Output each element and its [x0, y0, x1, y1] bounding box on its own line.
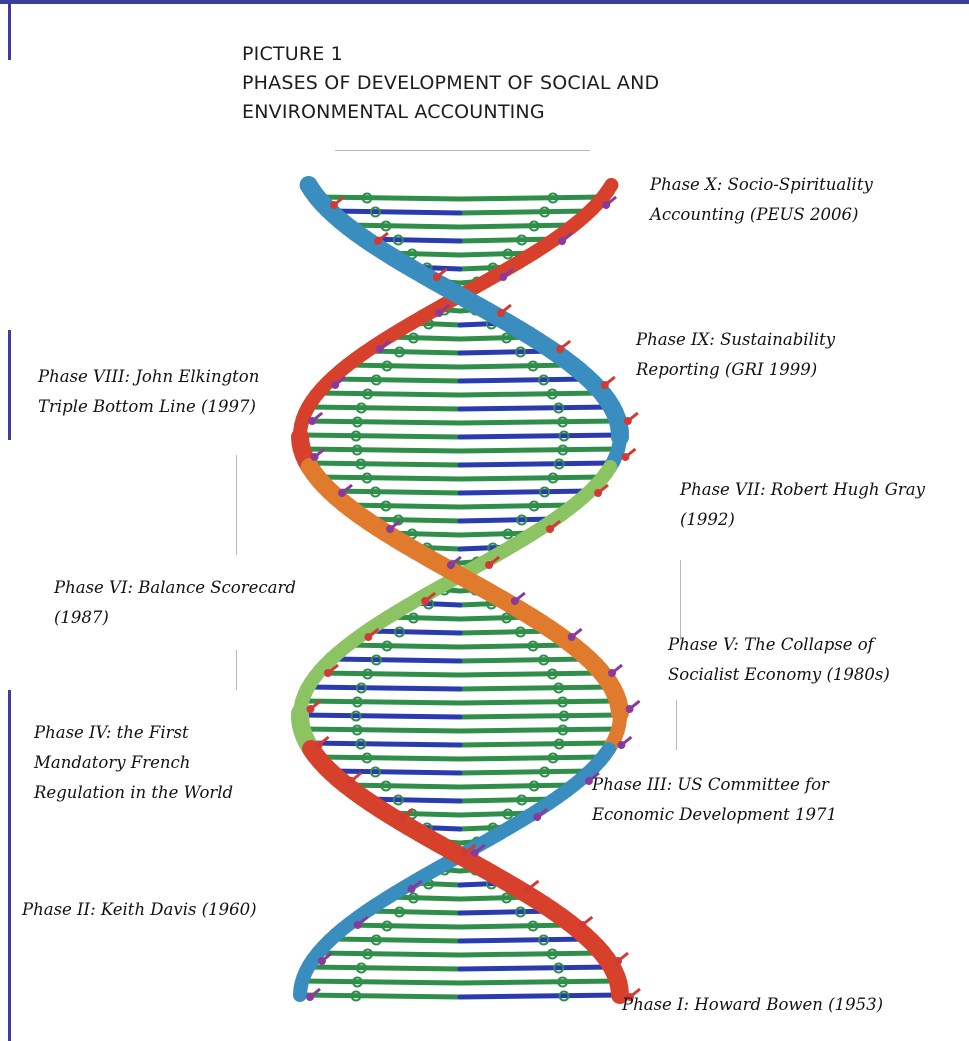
- phase-vii-label: Phase VII: Robert Hugh Gray (1992): [680, 475, 925, 535]
- base-pair-rung-half: [317, 757, 460, 759]
- backbone-segment: [619, 707, 620, 713]
- base-pair-rung-half: [308, 407, 460, 409]
- base-pair-rungs: [300, 194, 620, 1001]
- base-pair-rung-half: [318, 673, 460, 675]
- phosphate-bond: [582, 917, 592, 925]
- base-pair-rung-half: [460, 505, 574, 507]
- base-pair-rung-half: [460, 421, 618, 423]
- base-pair-rung-half: [460, 435, 620, 437]
- base-pair-rung-half: [317, 197, 460, 199]
- base-pair-rung-half: [460, 925, 572, 927]
- phosphate-bond: [605, 377, 615, 385]
- phosphate-bond: [630, 701, 640, 709]
- phase-vi-label: Phase VI: Balance Scorecard (1987): [54, 573, 296, 633]
- base-pair-rung-half: [331, 379, 460, 381]
- base-pair-rung-half: [460, 995, 620, 997]
- base-pair-rung-half: [460, 463, 613, 465]
- base-pair-rung-half: [460, 225, 574, 227]
- base-pair-rung-half: [460, 211, 590, 213]
- phosphate-bond: [612, 665, 622, 673]
- phosphate-bond: [628, 413, 638, 421]
- phosphate-atoms: [306, 197, 640, 1001]
- base-pair-rung-half: [318, 953, 460, 955]
- base-pair-rung-half: [460, 743, 613, 745]
- base-pair-rung-half: [460, 687, 612, 689]
- base-pair-rung-half: [460, 715, 620, 717]
- phase-iii-label: Phase III: US Committee for Economic Dev…: [592, 770, 837, 830]
- phosphate-bond: [351, 773, 361, 781]
- base-pair-rung-half: [308, 967, 460, 969]
- base-pair-rung-half: [307, 743, 460, 745]
- base-pair-rung-half: [300, 995, 460, 997]
- base-pair-rung-half: [460, 967, 612, 969]
- base-pair-rung-half: [318, 393, 460, 395]
- phase-viii-label: Phase VIII: John Elkington Triple Bottom…: [38, 362, 259, 422]
- base-pair-rung-half: [330, 771, 460, 773]
- base-pair-rung-half: [460, 771, 590, 773]
- base-pair-rung-half: [460, 393, 602, 395]
- base-pair-rung-half: [460, 365, 572, 367]
- base-pair-rung-half: [460, 379, 589, 381]
- base-pair-rung-half: [460, 645, 572, 647]
- base-pair-rung-half: [460, 477, 603, 479]
- phosphate-bond: [560, 341, 570, 349]
- base-pair-rung-half: [302, 701, 460, 703]
- base-pair-rung-half: [348, 925, 460, 927]
- base-pair-rung-half: [300, 435, 460, 437]
- base-pair-rung-half: [367, 911, 460, 913]
- base-pair-rung-half: [330, 211, 460, 213]
- phase-x-label: Phase X: Socio-Spirituality Accounting (…: [650, 170, 873, 230]
- base-pair-rung-half: [460, 491, 590, 493]
- base-pair-rung-half: [460, 953, 602, 955]
- base-pair-rung-half: [308, 687, 460, 689]
- base-pair-rung-half: [331, 659, 460, 661]
- base-pair-rung-half: [302, 981, 460, 983]
- base-pair-rung-half: [367, 631, 460, 633]
- base-pair-rung-half: [460, 701, 618, 703]
- phase-i-label: Phase I: Howard Bowen (1953): [622, 990, 883, 1020]
- phosphate-bond: [625, 449, 635, 457]
- base-pair-rung-half: [460, 785, 574, 787]
- base-pair-rung-half: [302, 449, 460, 451]
- base-pair-rung-half: [460, 981, 618, 983]
- phase-iv-label: Phase IV: the First Mandatory French Reg…: [34, 718, 233, 808]
- phase-ii-label: Phase II: Keith Davis (1960): [22, 895, 257, 925]
- base-pair-rung-half: [460, 449, 618, 451]
- phosphate-bond: [621, 737, 631, 745]
- base-pair-rung-half: [331, 939, 460, 941]
- base-pair-rung-half: [317, 477, 460, 479]
- base-pair-rung-half: [330, 491, 460, 493]
- base-pair-rung-half: [460, 197, 603, 199]
- base-pair-rung-half: [460, 729, 618, 731]
- base-pair-rung-half: [300, 715, 460, 717]
- base-pair-rung-half: [307, 463, 460, 465]
- base-pair-rung-half: [460, 659, 589, 661]
- phosphate-bond: [572, 629, 582, 637]
- base-pair-rung-half: [460, 757, 603, 759]
- base-pair-rung-half: [460, 407, 612, 409]
- base-pair-rung-half: [460, 673, 602, 675]
- base-pair-rung-half: [460, 939, 589, 941]
- base-pair-rung-half: [348, 645, 460, 647]
- phosphate-bond: [618, 953, 628, 961]
- phase-ix-label: Phase IX: Sustainability Reporting (GRI …: [636, 325, 835, 385]
- base-pair-rung-half: [302, 729, 460, 731]
- base-pair-rung-half: [302, 421, 460, 423]
- base-pair-rung-half: [348, 365, 460, 367]
- phase-v-label: Phase V: The Collapse of Socialist Econo…: [668, 630, 890, 690]
